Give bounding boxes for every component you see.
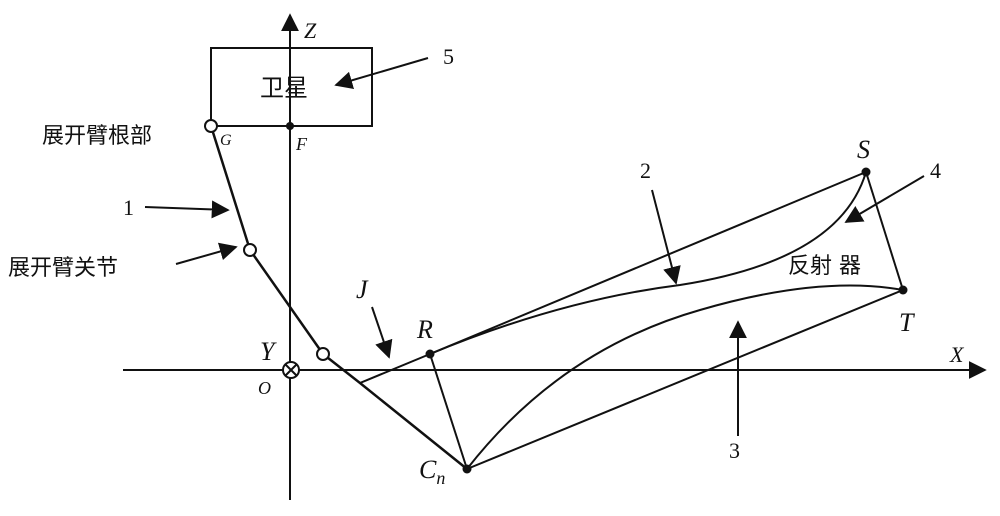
point-Cn (462, 464, 472, 474)
deployable-arm (209, 125, 468, 470)
arm-root-label: 展开臂根部 (42, 124, 152, 149)
number-2-label: 2 (640, 158, 651, 183)
edge-Cn-T (466, 289, 904, 470)
arm-number-pointer-arrow (144, 200, 230, 219)
number-3-label: 3 (729, 438, 740, 463)
J-pointer-arrow (371, 306, 393, 359)
satellite-number: 5 (443, 44, 454, 69)
point-G-label: G (220, 132, 232, 149)
y-axis-label: Y (260, 337, 277, 366)
edge-R-Cn (429, 353, 468, 470)
arm-joint-pointer-arrow (175, 242, 238, 265)
point-R-label: R (416, 315, 433, 344)
point-T (898, 285, 908, 295)
reflector-curve-upper (429, 171, 867, 355)
arm-joint-label: 展开臂关节 (8, 256, 118, 281)
point-S (861, 167, 871, 177)
number-4-label: 4 (930, 158, 941, 183)
point-T-label: T (899, 308, 915, 337)
arm-joint-2 (316, 347, 330, 361)
edge-R-S (429, 171, 867, 355)
number-4-pointer-arrow (844, 175, 925, 223)
origin-label: O (258, 378, 271, 398)
point-S-label: S (857, 135, 870, 164)
point-R (425, 349, 435, 359)
number-2-pointer-arrow (651, 189, 681, 285)
z-axis-label: Z (304, 18, 317, 43)
satellite-label: 卫星 (260, 74, 308, 102)
y-axis-into-page-symbol (282, 361, 300, 379)
arm-root-joint (204, 119, 218, 133)
point-Cn-label: Cn (419, 455, 445, 488)
point-F (286, 122, 294, 130)
point-J-label: J (356, 275, 369, 304)
point-F-label: F (295, 134, 308, 154)
edge-S-T (865, 171, 904, 291)
arm-number-label: 1 (123, 195, 134, 220)
satellite-pointer-arrow (334, 57, 429, 90)
reflector-curve-lower (466, 284, 904, 470)
arm-joint-1 (243, 243, 257, 257)
reflector-label: 反射 器 (788, 254, 861, 279)
x-axis-label: X (949, 342, 965, 367)
edge-J (359, 353, 431, 384)
